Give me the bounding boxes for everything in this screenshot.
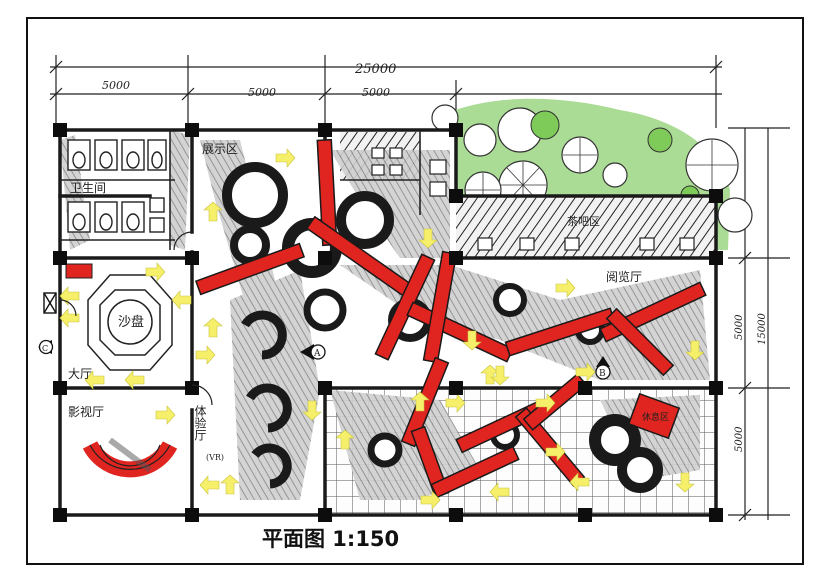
column <box>318 123 332 137</box>
flow-arrow-icon <box>569 472 590 492</box>
lobby-accent-red <box>65 263 93 279</box>
walls <box>58 128 718 517</box>
svg-text:B: B <box>599 369 606 379</box>
flow-arrow-icon <box>545 442 566 462</box>
flow-arrow-icon <box>555 278 576 298</box>
flow-arrow-icon <box>195 345 216 365</box>
flow-arrow-icon <box>220 474 240 495</box>
column <box>318 508 332 522</box>
column <box>185 123 199 137</box>
column <box>449 123 463 137</box>
flow-arrow-icon <box>124 370 145 390</box>
dim-seg-left: 5000 <box>102 79 130 92</box>
service-furniture <box>371 147 695 251</box>
room-label-sand-table: 沙盘 <box>118 314 144 330</box>
flow-arrow-icon <box>410 391 430 412</box>
column <box>578 381 592 395</box>
column <box>449 508 463 522</box>
room-label-exhibition: 展示区 <box>202 142 238 156</box>
flow-arrow-icon <box>535 393 556 413</box>
flow-arrow-icon <box>480 364 500 385</box>
tea-area-hatch <box>456 196 716 258</box>
plan-caption: 平面图 1:150 <box>262 527 399 551</box>
dim-seg-mid-b: 5000 <box>362 86 390 99</box>
dimension-lines <box>49 55 790 522</box>
svg-text:A: A <box>313 349 321 359</box>
column <box>709 508 723 522</box>
flow-arrow-icon <box>489 482 510 502</box>
column <box>53 508 67 522</box>
column <box>318 251 332 265</box>
room-label-restroom: 卫生间 <box>70 181 106 195</box>
flow-arrow-icon <box>155 405 176 425</box>
flow-arrow-icon <box>203 201 223 222</box>
section-marker-b: B <box>595 356 611 380</box>
column <box>185 381 199 395</box>
flow-arrow-icon <box>462 330 482 351</box>
room-label-lobby: 大厅 <box>68 367 92 381</box>
door-swings <box>59 231 213 406</box>
section-marker-a: A <box>300 344 326 360</box>
column <box>53 251 67 265</box>
flow-arrow-icon <box>675 472 695 493</box>
column <box>53 123 67 137</box>
flow-arrow-icon <box>84 370 105 390</box>
column <box>449 381 463 395</box>
flow-arrow-icon <box>275 148 296 168</box>
flow-arrow-icon <box>445 393 466 413</box>
column <box>449 189 463 203</box>
flow-arrow-icon <box>199 475 220 495</box>
flow-arrow-icon <box>145 262 166 282</box>
section-marker-c: C <box>38 339 54 355</box>
sand-table <box>87 274 173 371</box>
column <box>709 381 723 395</box>
flow-arrow-icon <box>685 340 705 361</box>
flow-arrow-icon <box>59 308 80 328</box>
toilet-fixtures <box>67 139 167 233</box>
dim-right-total: 15000 <box>757 313 768 345</box>
flow-arrow-icon <box>203 317 223 338</box>
column <box>318 381 332 395</box>
flow-arrow-icon <box>418 228 438 249</box>
room-label-experience-note: (VR) <box>206 453 224 462</box>
column <box>709 251 723 265</box>
flow-arrows <box>59 148 705 510</box>
flow-arrow-icon <box>490 365 510 386</box>
flow-arrow-icon <box>575 362 596 382</box>
sheet-border <box>26 17 804 565</box>
room-label-experience: 体验厅 <box>193 405 207 441</box>
red-display-bars <box>194 138 707 499</box>
dim-right-upper: 5000 <box>734 314 745 340</box>
flow-arrow-icon <box>335 429 355 450</box>
column <box>709 189 723 203</box>
entrance-door <box>43 292 57 314</box>
room-label-rest-area: 休息区 <box>642 411 669 423</box>
column <box>185 508 199 522</box>
svg-text:C: C <box>42 344 48 353</box>
thin-walls <box>60 130 421 250</box>
structural-columns <box>53 123 723 522</box>
dim-seg-mid-a: 5000 <box>248 86 276 99</box>
column <box>578 508 592 522</box>
room-label-tour-hall: 阅览厅 <box>606 269 642 284</box>
column <box>53 381 67 395</box>
room-label-cinema: 影视厅 <box>68 404 104 419</box>
flow-arrow-icon <box>302 400 322 421</box>
room-label-tea-area: 茶吧区 <box>567 215 600 228</box>
display-arcs <box>241 310 292 489</box>
column <box>185 251 199 265</box>
flow-arrow-icon <box>171 290 192 310</box>
column <box>449 251 463 265</box>
dim-total: 25000 <box>354 62 396 77</box>
flow-arrow-icon <box>420 490 441 510</box>
dim-right-lower: 5000 <box>734 426 745 452</box>
cinema-seating <box>82 437 178 478</box>
